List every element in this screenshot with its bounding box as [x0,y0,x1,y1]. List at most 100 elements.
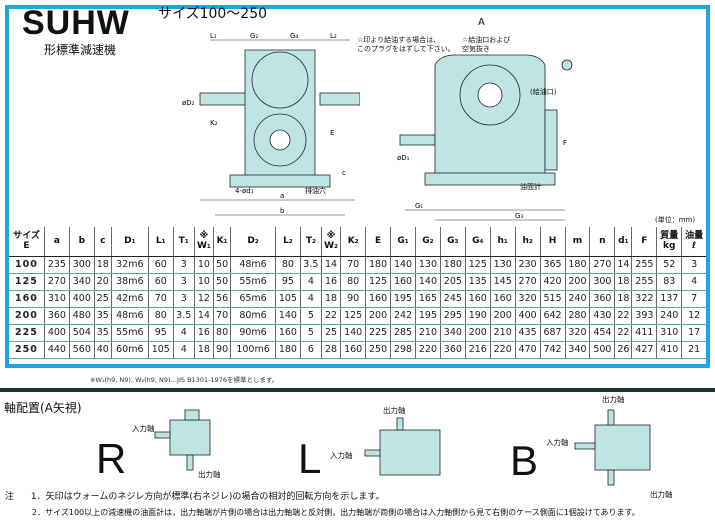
note-2: 2．サイズ100以上の減速機の油面計は，出力軸端が片側の場合は出力軸端と反対側，… [32,508,640,517]
table-cell: 140 [390,256,416,274]
notes-prefix: 注 [5,492,15,502]
table-cell: 95 [275,273,301,291]
column-header: L₁ [148,227,174,257]
dim-a: a [280,192,284,200]
table-cell: 310 [44,290,70,308]
table-cell: 3 [681,256,706,274]
table-cell: 80 [340,273,367,291]
table-cell: 411 [631,324,658,342]
column-header-text: G₂ [422,236,434,247]
column-header: D₂ [230,227,276,257]
section-divider [0,388,715,392]
table-cell: 427 [631,341,658,359]
table-cell: 80 [275,256,301,274]
column-header: m [565,227,591,257]
column-header: L₂ [275,227,301,257]
dim-b: b [280,207,285,215]
table-cell: 255 [631,256,658,274]
column-header-text: H [548,236,557,247]
column-header-text: d₁ [618,236,629,247]
table-cell: 195 [415,307,441,325]
table-cell: 14 [194,307,215,325]
table-cell: 10 [194,273,215,291]
column-header-text: T₁ [178,236,189,247]
b-output-top-label: 出力軸 [602,395,625,404]
column-header: n [589,227,616,257]
table-cell: 504 [69,324,95,342]
table-cell: 242 [390,307,416,325]
table-cell: 48m6 [230,256,276,274]
table-cell: 642 [540,307,566,325]
table-cell: 3.5 [173,307,195,325]
table-cell: 105 [275,290,301,308]
dim-D2: øD₂ [182,99,195,107]
column-header-text: G₃ [447,236,459,247]
dim-E: E [330,129,334,137]
table-cell: 220 [415,341,441,359]
table-cell: 160 [340,341,367,359]
model-title: SUHW [22,4,130,42]
table-cell: 140 [340,324,367,342]
front-view-drawing: G₁ G₃ øD₁ F [397,54,573,221]
column-header: b [69,227,95,257]
table-cell: 687 [540,324,566,342]
table-cell: 65m6 [230,290,276,308]
table-cell: 420 [540,273,566,291]
table-cell: 4 [300,290,322,308]
size-cell: 200 [9,307,45,325]
table-cell: 16 [321,273,342,291]
table-cell: 35 [94,324,112,342]
column-header-text: K₂ [347,236,359,247]
column-header: E [365,227,392,257]
table-cell: 48m6 [111,307,149,325]
column-header-text: D₂ [247,236,259,247]
table-cell: 230 [515,256,541,274]
table-cell: 160 [465,290,491,308]
table-cell: 6 [300,341,322,359]
view-arrow-label: A [478,17,485,28]
table-cell: 200 [365,307,392,325]
table-cell: 210 [490,324,516,342]
table-cell: 245 [440,290,466,308]
table-cell: 400 [515,307,541,325]
table-cell: 50 [213,256,232,274]
table-cell: 80 [213,324,232,342]
column-header: ※W₂ [321,227,342,257]
table-cell: 165 [415,290,441,308]
column-header-text: h₂ [522,236,533,247]
table-cell: 55m6 [111,324,149,342]
dim-L2: L₂ [330,32,337,40]
table-cell: 320 [565,324,591,342]
table-cell: 14 [321,256,342,274]
table-cell: 83 [656,273,683,291]
column-header: a [44,227,70,257]
column-header-text: サイズ [13,231,40,242]
table-cell: 140 [415,273,441,291]
column-header-text: 質量 [660,231,679,242]
column-header-text: K₁ [216,236,228,247]
output-shaft [399,134,436,146]
table-cell: 270 [515,273,541,291]
table-cell: 90m6 [230,324,276,342]
table-cell: 400 [44,324,70,342]
table-cell: 90 [213,341,232,359]
table-cell: 18 [614,273,633,291]
size-cell: 225 [9,324,45,342]
l-input-label: 入力軸 [330,451,353,460]
table-cell: 20 [94,273,112,291]
column-header: G₃ [440,227,466,257]
column-header: c [94,227,112,257]
column-header-text: W₂ [324,241,338,252]
table-cell: 14 [614,256,633,274]
column-header-text: h₁ [497,236,508,247]
column-header-text: ℓ [691,241,697,252]
table-cell: 340 [565,341,591,359]
dim-F: F [563,139,567,147]
table-cell: 26 [614,341,633,359]
dim-c: c [342,169,346,177]
table-cell: 70 [148,290,174,308]
table-cell: 180 [565,256,591,274]
